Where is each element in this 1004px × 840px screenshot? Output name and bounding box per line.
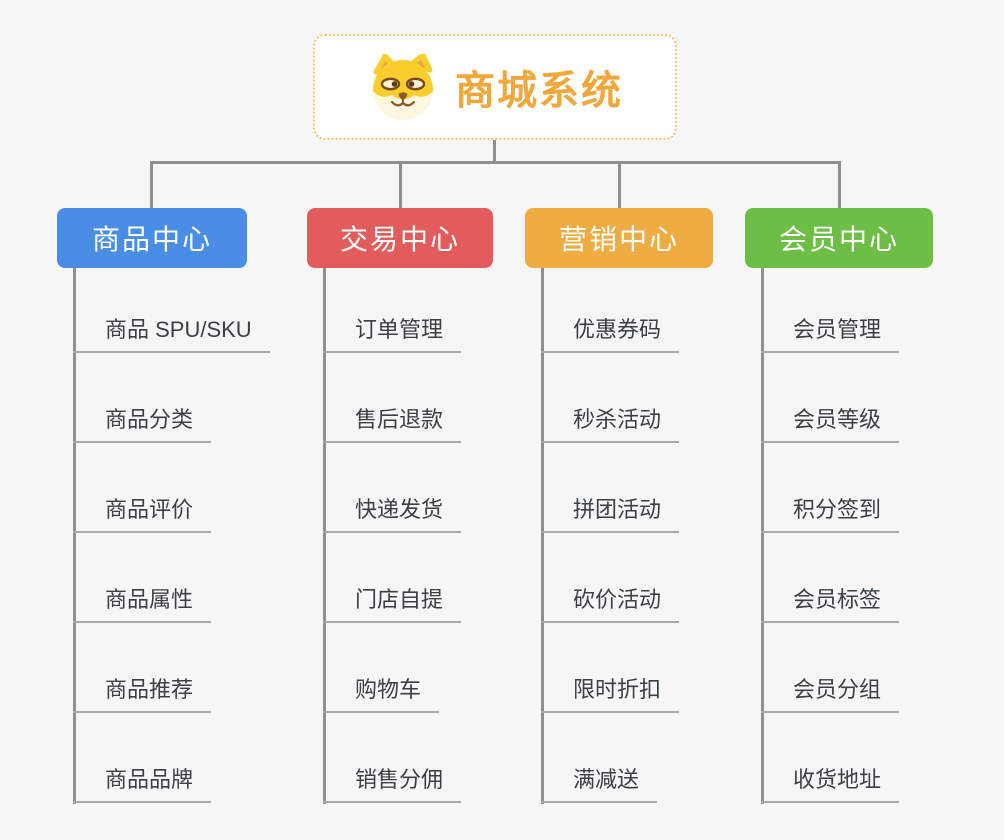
branch-node-marketing[interactable]: 营销中心: [525, 208, 713, 268]
child-node[interactable]: 销售分佣: [323, 762, 462, 803]
child-node[interactable]: 满减送: [541, 762, 658, 803]
drop-line-members: [838, 161, 841, 210]
child-row: 秒杀活动: [541, 353, 680, 443]
child-row: 售后退款: [323, 353, 462, 443]
children-column-members: 会员管理 会员等级 积分签到 会员标签 会员分组 收货地址: [761, 263, 900, 803]
branch-label: 会员中心: [778, 224, 899, 255]
child-row: 砍价活动: [541, 533, 680, 623]
child-node[interactable]: 商品品牌: [73, 762, 212, 803]
drop-line-marketing: [618, 161, 621, 210]
root-title: 商城系统: [455, 69, 623, 113]
child-row: 限时折扣: [541, 623, 680, 713]
root-connector-line: [493, 140, 496, 163]
child-row: 会员标签: [761, 533, 900, 623]
trunk-line-trade: [323, 268, 326, 804]
child-row: 商品属性: [73, 533, 270, 623]
child-node[interactable]: 订单管理: [323, 312, 462, 353]
children-column-products: 商品 SPU/SKU 商品分类 商品评价 商品属性 商品推荐 商品品牌: [73, 263, 270, 803]
child-row: 门店自提: [323, 533, 462, 623]
child-node[interactable]: 商品推荐: [73, 672, 212, 713]
children-column-marketing: 优惠券码 秒杀活动 拼团活动 砍价活动 限时折扣 满减送: [541, 263, 680, 803]
child-node[interactable]: 会员等级: [761, 402, 900, 443]
child-row: 拼团活动: [541, 443, 680, 533]
branch-node-members[interactable]: 会员中心: [745, 208, 933, 268]
child-node[interactable]: 秒杀活动: [541, 402, 680, 443]
branch-node-trade[interactable]: 交易中心: [307, 208, 493, 268]
children-column-trade: 订单管理 售后退款 快递发货 门店自提 购物车 销售分佣: [323, 263, 462, 803]
child-node[interactable]: 会员标签: [761, 582, 900, 623]
child-row: 快递发货: [323, 443, 462, 533]
child-node[interactable]: 优惠券码: [541, 312, 680, 353]
child-node[interactable]: 收货地址: [761, 762, 900, 803]
child-node[interactable]: 会员分组: [761, 672, 900, 713]
child-node[interactable]: 会员管理: [761, 312, 900, 353]
trunk-line-marketing: [541, 268, 544, 804]
child-node[interactable]: 购物车: [323, 672, 440, 713]
child-row: 优惠券码: [541, 263, 680, 353]
child-node[interactable]: 拼团活动: [541, 492, 680, 533]
child-row: 商品 SPU/SKU: [73, 263, 270, 353]
child-row: 积分签到: [761, 443, 900, 533]
child-node[interactable]: 砍价活动: [541, 582, 680, 623]
branch-bus-line: [150, 161, 841, 164]
child-row: 商品评价: [73, 443, 270, 533]
branch-node-products[interactable]: 商品中心: [57, 208, 247, 268]
child-row: 商品品牌: [73, 713, 270, 803]
child-row: 收货地址: [761, 713, 900, 803]
child-node[interactable]: 商品评价: [73, 492, 212, 533]
child-node[interactable]: 商品属性: [73, 582, 212, 623]
child-row: 商品分类: [73, 353, 270, 443]
drop-line-trade: [399, 161, 402, 210]
child-node[interactable]: 积分签到: [761, 492, 900, 533]
child-node[interactable]: 限时折扣: [541, 672, 680, 713]
child-node[interactable]: 售后退款: [323, 402, 462, 443]
drop-line-products: [150, 161, 153, 210]
child-row: 会员管理: [761, 263, 900, 353]
child-node[interactable]: 商品分类: [73, 402, 212, 443]
child-row: 商品推荐: [73, 623, 270, 713]
shiba-dog-icon: [373, 54, 433, 120]
child-node[interactable]: 商品 SPU/SKU: [73, 312, 270, 353]
root-node-mall-system[interactable]: 商城系统: [313, 34, 677, 140]
trunk-line-products: [73, 268, 76, 804]
child-node[interactable]: 门店自提: [323, 582, 462, 623]
branch-label: 营销中心: [558, 224, 679, 255]
child-row: 满减送: [541, 713, 679, 803]
child-node[interactable]: 快递发货: [323, 492, 462, 533]
child-row: 订单管理: [323, 263, 462, 353]
child-row: 会员等级: [761, 353, 900, 443]
child-row: 购物车: [323, 623, 461, 713]
child-row: 销售分佣: [323, 713, 462, 803]
trunk-line-members: [761, 268, 764, 804]
branch-label: 商品中心: [91, 224, 212, 255]
child-row: 会员分组: [761, 623, 900, 713]
branch-label: 交易中心: [339, 224, 460, 255]
